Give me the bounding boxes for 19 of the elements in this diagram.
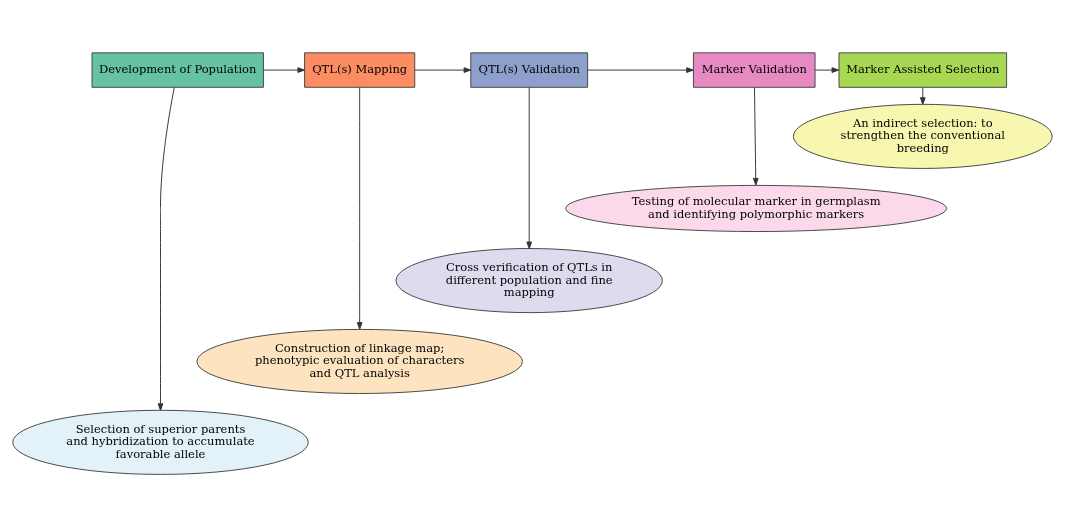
node-ellipse: Construction of linkage map; phenotypic evaluation of characters and QTL analysis	[196, 328, 523, 394]
node-ellipse: Testing of molecular marker in germplasm and identifying polymorphic markers	[565, 184, 948, 232]
arrow	[919, 86, 926, 105]
arrow	[814, 66, 840, 73]
node-ellipse: Cross verification of QTLs in different population and fine mapping	[395, 247, 663, 313]
arrow	[526, 86, 532, 249]
arrow	[157, 86, 175, 411]
node-box: Marker Validation	[692, 51, 816, 88]
node-box: Development of Population	[91, 51, 264, 88]
arrow	[587, 66, 694, 73]
arrow	[356, 86, 363, 330]
node-box: QTL(s) Validation	[470, 51, 589, 88]
node-ellipse: An indirect selection: to strengthen the conventional breeding	[792, 103, 1053, 169]
arrow	[414, 66, 472, 73]
node-ellipse: Selection of superior parents and hybridization to accumulate favorable allele	[12, 409, 309, 475]
arrow	[752, 86, 759, 186]
node-box: QTL(s) Mapping	[304, 51, 416, 88]
node-box: Marker Assisted Selection	[838, 51, 1008, 88]
arrow	[263, 66, 306, 73]
